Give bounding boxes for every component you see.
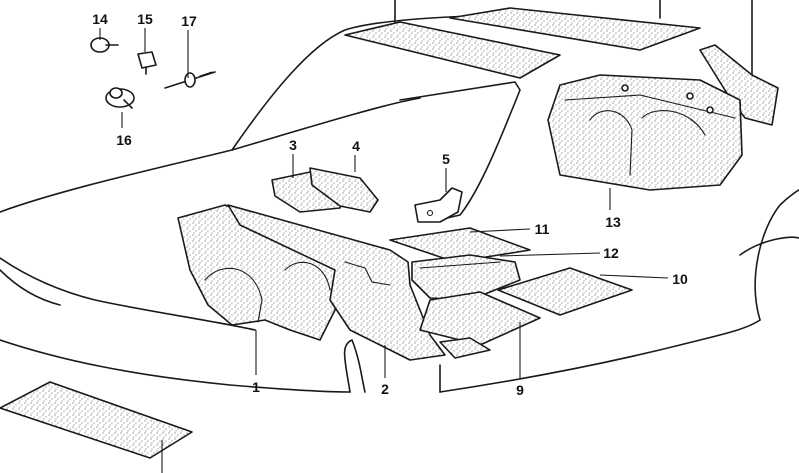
- callout-10: 10: [672, 271, 688, 287]
- callout-4: 4: [352, 138, 360, 154]
- callout-13: 13: [605, 214, 621, 230]
- fastener-14: [90, 37, 119, 53]
- fastener-17: [164, 71, 216, 89]
- leader-lines: [99, 28, 669, 473]
- loose-mat-bottom-left: [0, 381, 193, 459]
- tunnel-insulation-part-2: [227, 204, 446, 361]
- callout-12: 12: [603, 245, 619, 261]
- callout-11: 11: [535, 221, 550, 237]
- bracket-part-5: [414, 187, 463, 223]
- callout-17: 17: [181, 13, 197, 29]
- fastener-16: [105, 87, 135, 109]
- rear-shelf-insulation-part-13: [547, 74, 743, 191]
- floor-mat-part-9: [419, 291, 541, 359]
- callout-9: 9: [516, 382, 524, 398]
- callout-5: 5: [442, 151, 450, 167]
- floor-mat-part-10: [497, 267, 633, 316]
- callout-14: 14: [92, 11, 108, 27]
- callout-1: 1: [252, 379, 260, 395]
- callout-16: 16: [116, 132, 132, 148]
- callout-3: 3: [289, 137, 297, 153]
- dash-insulation-part-4: [309, 167, 379, 213]
- car-body-outline: [0, 0, 799, 393]
- callout-2: 2: [381, 381, 389, 397]
- callout-labels: 14 15 17 16 3 4 5 13 11 12 10 1 2 9: [92, 11, 688, 398]
- callout-15: 15: [137, 11, 153, 27]
- fastener-15: [137, 51, 157, 75]
- floor-insulation-part-12: [411, 254, 521, 301]
- floor-insulation-part-11: [389, 227, 531, 263]
- roof-insulation-panels: [344, 7, 779, 126]
